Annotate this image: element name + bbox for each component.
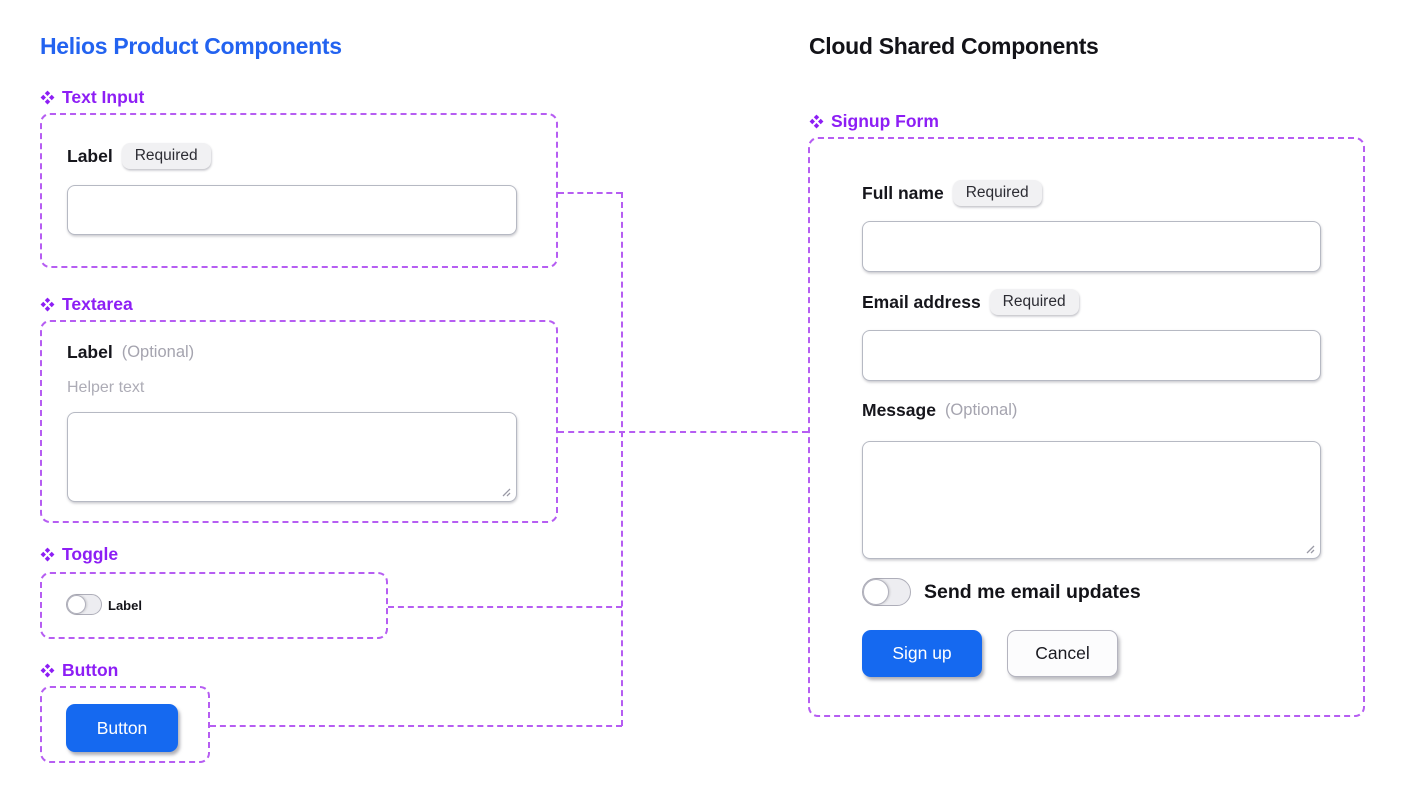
section-label-text-input: Text Input xyxy=(40,87,144,108)
component-outline-textarea xyxy=(40,320,558,523)
textarea-label-row: Label (Optional) xyxy=(67,342,194,363)
optional-hint: (Optional) xyxy=(121,343,195,361)
section-label-textarea: Textarea xyxy=(40,294,133,315)
component-icon xyxy=(40,663,55,678)
message-textarea-wrap xyxy=(862,441,1321,559)
left-column-title: Helios Product Components xyxy=(40,33,342,59)
helper-text: Helper text xyxy=(67,379,145,396)
toggle-knob xyxy=(863,579,889,605)
section-label-button: Button xyxy=(40,660,118,681)
email-input[interactable] xyxy=(862,330,1321,381)
section-label-toggle: Toggle xyxy=(40,544,118,565)
demo-button[interactable]: Button xyxy=(66,704,178,752)
component-outline-text-input xyxy=(40,113,558,268)
toggle-label: Label xyxy=(108,598,142,613)
field-label: Label xyxy=(67,145,113,166)
email-updates-toggle[interactable] xyxy=(862,578,911,606)
section-label-signup-form: Signup Form xyxy=(809,111,939,132)
section-label-text: Textarea xyxy=(62,294,133,314)
field-label: Message xyxy=(862,400,936,420)
connector-textarea-to-form xyxy=(558,431,808,433)
component-icon xyxy=(809,114,824,129)
section-label-text: Text Input xyxy=(62,87,145,107)
full-name-input[interactable] xyxy=(862,221,1321,272)
toggle-knob xyxy=(67,595,86,614)
field-label: Full name xyxy=(862,182,944,203)
component-icon xyxy=(40,547,55,562)
required-badge: Required xyxy=(121,143,211,169)
demo-textarea-wrap xyxy=(67,412,517,502)
demo-toggle[interactable] xyxy=(66,594,102,615)
demo-textarea[interactable] xyxy=(68,413,516,501)
required-badge: Required xyxy=(952,180,1042,206)
section-label-text: Signup Form xyxy=(831,111,939,131)
right-column-title: Cloud Shared Components xyxy=(809,33,1099,59)
connector-text-input xyxy=(558,192,622,194)
connector-button xyxy=(210,725,622,727)
component-outline-toggle xyxy=(40,572,388,639)
email-label-row: Email address Required xyxy=(862,289,1079,315)
connector-trunk xyxy=(621,192,623,726)
email-updates-label: Send me email updates xyxy=(924,581,1141,603)
sign-up-button[interactable]: Sign up xyxy=(862,630,982,677)
optional-hint: (Optional) xyxy=(944,401,1018,419)
message-textarea[interactable] xyxy=(863,442,1320,558)
field-label: Email address xyxy=(862,291,981,312)
cancel-button[interactable]: Cancel xyxy=(1007,630,1118,677)
component-icon xyxy=(40,90,55,105)
message-label-row: Message (Optional) xyxy=(862,400,1017,421)
demo-text-input[interactable] xyxy=(67,185,517,235)
section-label-text: Button xyxy=(62,660,119,680)
field-label: Label xyxy=(67,342,113,362)
component-icon xyxy=(40,297,55,312)
component-outline-signup-form xyxy=(808,137,1365,717)
required-badge: Required xyxy=(989,289,1079,315)
text-input-label-row: Label Required xyxy=(67,143,211,169)
connector-toggle xyxy=(388,606,622,608)
section-label-text: Toggle xyxy=(62,544,119,564)
component-outline-button xyxy=(40,686,210,763)
full-name-label-row: Full name Required xyxy=(862,180,1042,206)
